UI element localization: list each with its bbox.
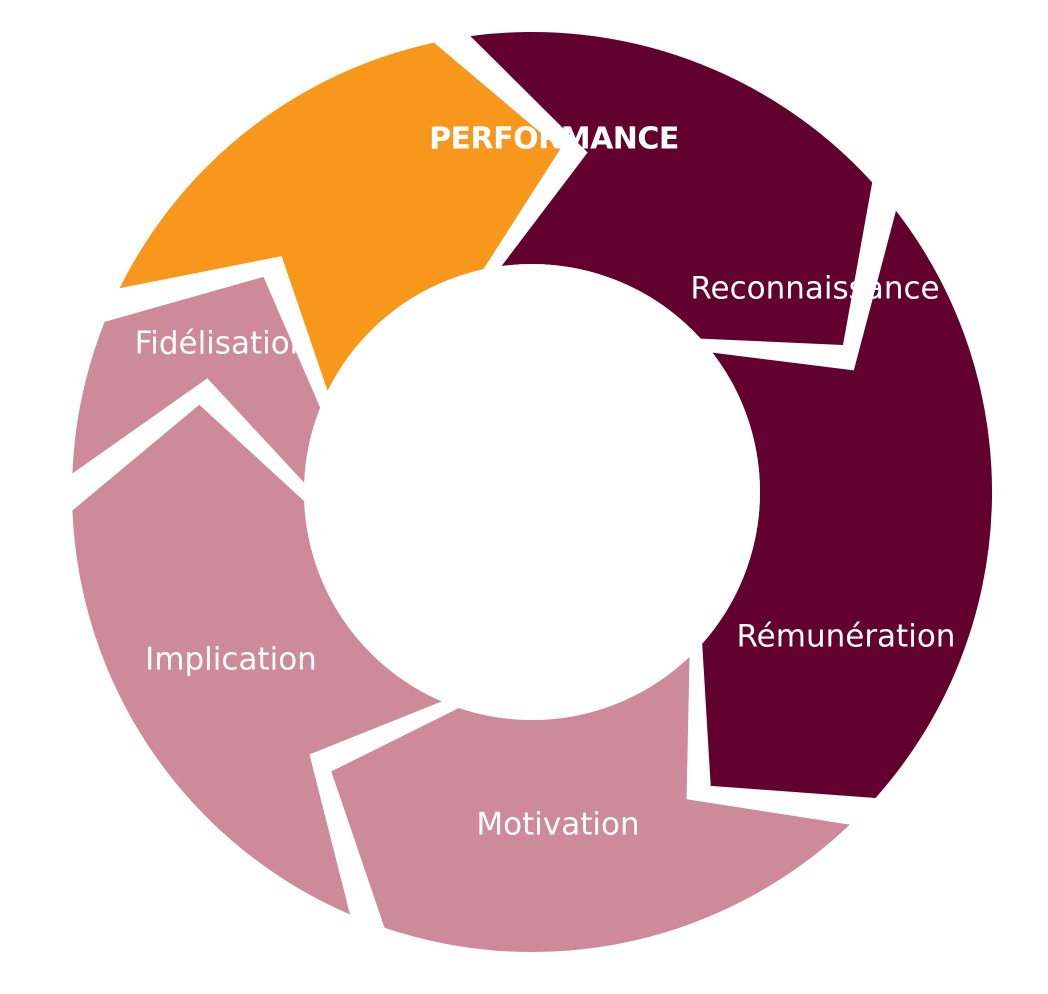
segment-remuneration <box>702 210 993 798</box>
cycle-segments <box>72 31 993 952</box>
label-motivation: Motivation <box>476 807 639 843</box>
cycle-labels: PERFORMANCE ReconnaissanceRémunérationMot… <box>135 122 956 843</box>
label-performance: PERFORMANCE <box>429 122 679 157</box>
label-remuneration: Rémunération <box>737 619 956 655</box>
segment-motivation <box>331 656 850 952</box>
label-fidelisation: Fidélisation <box>135 326 310 362</box>
segment-reconnaissance <box>470 31 873 346</box>
segment-fidelisation <box>72 276 321 483</box>
label-implication: Implication <box>145 642 317 678</box>
center-hole <box>304 264 760 720</box>
segment-performance <box>119 42 561 391</box>
segment-implication <box>72 404 442 915</box>
label-reconnaissance: Reconnaissance <box>690 271 939 307</box>
